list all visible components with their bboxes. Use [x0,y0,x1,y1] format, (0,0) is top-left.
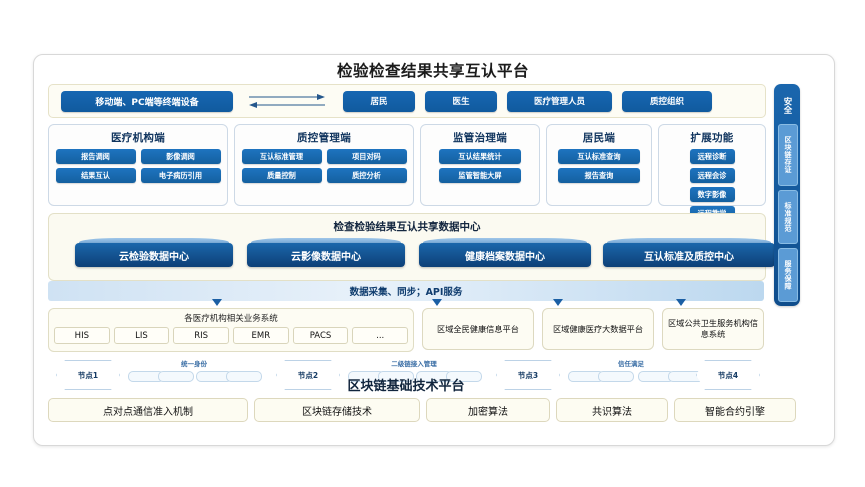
source-systems-row: 各医疗机构相关业务系统 HIS LIS RIS EMR PACS ... 区域全… [48,308,764,352]
module-quality-control: 质控管理端 互认标准管理 项目对码 质量控制 质控分析 [234,124,414,206]
tech-blockchain-storage[interactable]: 区块链存储技术 [254,398,420,422]
tech-p2p-access[interactable]: 点对点通信准入机制 [48,398,248,422]
module-item-quality-ctrl[interactable]: 质量控制 [241,168,322,183]
role-button-resident[interactable]: 居民 [343,90,415,112]
role-button-admin[interactable]: 医疗管理人员 [507,90,612,112]
data-center-title: 检查检验结果互认共享数据中心 [333,221,481,233]
module-item-smart-screen[interactable]: 监管智能大屏 [439,168,521,183]
data-center-label: 云检验数据中心 [75,243,233,267]
role-button-qc-org[interactable]: 质控组织 [622,90,712,112]
connector-arrow-icon [432,299,442,306]
data-center-label: 云影像数据中心 [247,243,405,267]
cylinder-top-icon [423,238,587,247]
module-item-digital-imaging[interactable]: 数字影像 [689,187,735,202]
cylinder-top-icon [251,238,401,247]
blockchain-node-3[interactable]: 节点3 [496,360,560,390]
cylinder-top-icon [607,238,771,247]
blockchain-tech-row: 点对点通信准入机制 区块链存储技术 加密算法 共识算法 智能合约引擎 [48,398,796,422]
sidebar-item-standards[interactable]: 标准规范 [778,190,798,244]
system-pill-ris[interactable]: RIS [173,327,229,344]
connector-arrow-icon [553,299,563,306]
module-item-report-view[interactable]: 报告调阅 [55,149,136,164]
cylinder-top-icon [79,238,229,247]
chain-label-access-mgmt: 二级链接入管理 [391,360,437,368]
security-sidebar: 安全 区块链存证 标准规范 服务保障 [774,84,800,306]
system-pill-emr[interactable]: EMR [233,327,289,344]
module-title: 医疗机构端 [111,132,165,144]
data-center-label: 互认标准及质控中心 [603,243,775,267]
data-center-cloud-imaging[interactable]: 云影像数据中心 [247,238,405,272]
module-item-qc-analysis[interactable]: 质控分析 [326,168,407,183]
chain-link-icon [158,371,194,382]
data-center-cloud-lab[interactable]: 云检验数据中心 [75,238,233,272]
module-title: 监管治理端 [453,132,507,144]
bidirectional-arrow-icon [249,94,325,108]
system-pill-his[interactable]: HIS [53,327,110,344]
chain-label-trust: 信任满足 [618,360,644,368]
module-item-report-query[interactable]: 报告查询 [558,168,640,183]
system-pill-lis[interactable]: LIS [113,327,170,344]
data-center-health-record[interactable]: 健康档案数据中心 [419,238,591,272]
connector-arrow-icon [676,299,686,306]
regional-platform-health-info[interactable]: 区域全民健康信息平台 [422,308,534,350]
sidebar-item-service-guarantee[interactable]: 服务保障 [778,248,798,302]
module-title: 居民端 [582,132,616,144]
module-title: 扩展功能 [690,132,734,144]
tech-smart-contract[interactable]: 智能合约引擎 [674,398,796,422]
blockchain-node-1[interactable]: 节点1 [56,360,120,390]
blockchain-node-strip: 节点1 统一身份 节点2 二级链接入管理 节点3 信任满足 节点4 区块链基础技… [48,358,764,394]
hospital-systems-group: 各医疗机构相关业务系统 HIS LIS RIS EMR PACS ... [48,308,414,352]
module-item-standard-mgmt[interactable]: 互认标准管理 [241,149,322,164]
module-item-emr-reference[interactable]: 电子病历引用 [140,168,221,183]
user-terminal-band: 移动端、PC端等终端设备 居民 医生 医疗管理人员 质控组织 [48,84,766,118]
system-pill-more[interactable]: ... [352,327,409,344]
module-medical-institution: 医疗机构端 报告调阅 影像调阅 结果互认 电子病历引用 [48,124,228,206]
tech-consensus[interactable]: 共识算法 [556,398,668,422]
api-service-band: 数据采集、同步；API服务 [48,281,764,301]
chain-link-icon [598,371,634,382]
module-item-standard-query[interactable]: 互认标准查询 [558,149,640,164]
sidebar-item-blockchain-evidence[interactable]: 区块链存证 [778,124,798,186]
chain-label-identity: 统一身份 [181,360,207,368]
chain-link-icon [226,371,262,382]
data-center-standard-qc[interactable]: 互认标准及质控中心 [603,238,775,272]
module-item-image-view[interactable]: 影像调阅 [140,149,221,164]
system-pill-pacs[interactable]: PACS [292,327,349,344]
hospital-systems-title: 各医疗机构相关业务系统 [184,314,278,324]
module-item-result-mutual[interactable]: 结果互认 [55,168,136,183]
regional-platform-public-health[interactable]: 区域公共卫生服务机构信息系统 [662,308,764,350]
regional-platform-bigdata[interactable]: 区域健康医疗大数据平台 [542,308,654,350]
page-title: 检验检查结果共享互认平台 [336,62,529,80]
role-button-doctor[interactable]: 医生 [425,90,497,112]
chain-link-icon [378,371,414,382]
module-resident: 居民端 互认标准查询 报告查询 [546,124,652,206]
tech-encryption[interactable]: 加密算法 [426,398,550,422]
module-item-item-mapping[interactable]: 项目对码 [326,149,407,164]
terminal-devices-button[interactable]: 移动端、PC端等终端设备 [61,90,233,112]
sidebar-header-security: 安全 [782,96,792,114]
module-item-remote-diagnosis[interactable]: 远程诊断 [689,149,735,164]
module-item-remote-consult[interactable]: 远程会诊 [689,168,735,183]
data-center-label: 健康档案数据中心 [419,243,591,267]
blockchain-node-4[interactable]: 节点4 [696,360,760,390]
chain-link-icon [446,371,482,382]
module-extensions: 扩展功能 远程诊断 远程会诊 数字影像 远程教学 [658,124,766,221]
module-item-result-stats[interactable]: 互认结果统计 [439,149,521,164]
connector-arrow-icon [212,299,222,306]
module-columns: 医疗机构端 报告调阅 影像调阅 结果互认 电子病历引用 质控管理端 互认标准管理… [48,124,766,221]
module-supervision: 监管治理端 互认结果统计 监管智能大屏 [420,124,540,206]
data-center-panel: 检查检验结果互认共享数据中心 云检验数据中心 云影像数据中心 健康档案数据中心 … [48,213,775,281]
blockchain-node-2[interactable]: 节点2 [276,360,340,390]
module-title: 质控管理端 [297,132,351,144]
blockchain-platform-title: 区块链基础技术平台 [347,379,465,394]
